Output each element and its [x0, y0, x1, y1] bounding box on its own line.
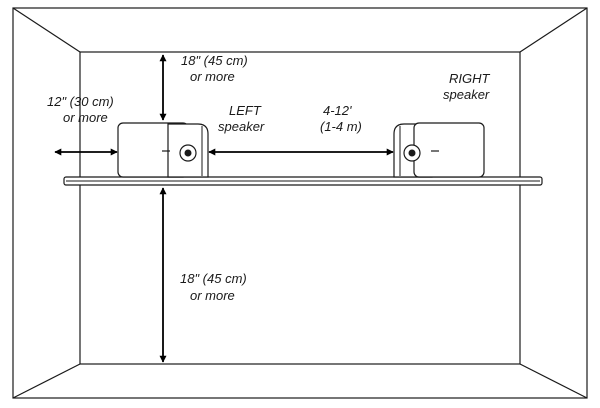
left-speaker-driver-inner: [184, 149, 192, 157]
top-clearance-label-line2: or more: [190, 69, 235, 84]
ceiling-edge-left: [12, 7, 81, 53]
side-clearance-label-line1: 12" (30 cm): [47, 94, 114, 109]
left-speaker-label-line1: LEFT: [229, 103, 262, 118]
room-outline: [12, 7, 588, 399]
back-wall: [79, 51, 521, 365]
room-outer-frame: [12, 7, 588, 399]
right-speaker-driver-inner: [408, 149, 416, 157]
right-speaker-label-line1: RIGHT: [449, 71, 491, 86]
top-clearance-label-line1: 18" (45 cm): [181, 53, 248, 68]
left-speaker: [117, 122, 209, 178]
right-speaker: [393, 122, 485, 178]
right-speaker-label-line2: speaker: [443, 87, 490, 102]
shelf: [63, 176, 543, 186]
speaker-spacing-label-line1: 4-12': [323, 103, 352, 118]
side-clearance-label-line2: or more: [63, 110, 108, 125]
bottom-clearance-label-line2: or more: [190, 288, 235, 303]
ceiling-edge-right: [519, 7, 588, 53]
left-speaker-label-line2: speaker: [218, 119, 265, 134]
floor-edge-left: [12, 363, 81, 399]
right-speaker-body: [413, 122, 485, 178]
floor-edge-right: [519, 363, 588, 399]
speaker-spacing-label-line2: (1-4 m): [320, 119, 362, 134]
bottom-clearance-label-line1: 18" (45 cm): [180, 271, 247, 286]
